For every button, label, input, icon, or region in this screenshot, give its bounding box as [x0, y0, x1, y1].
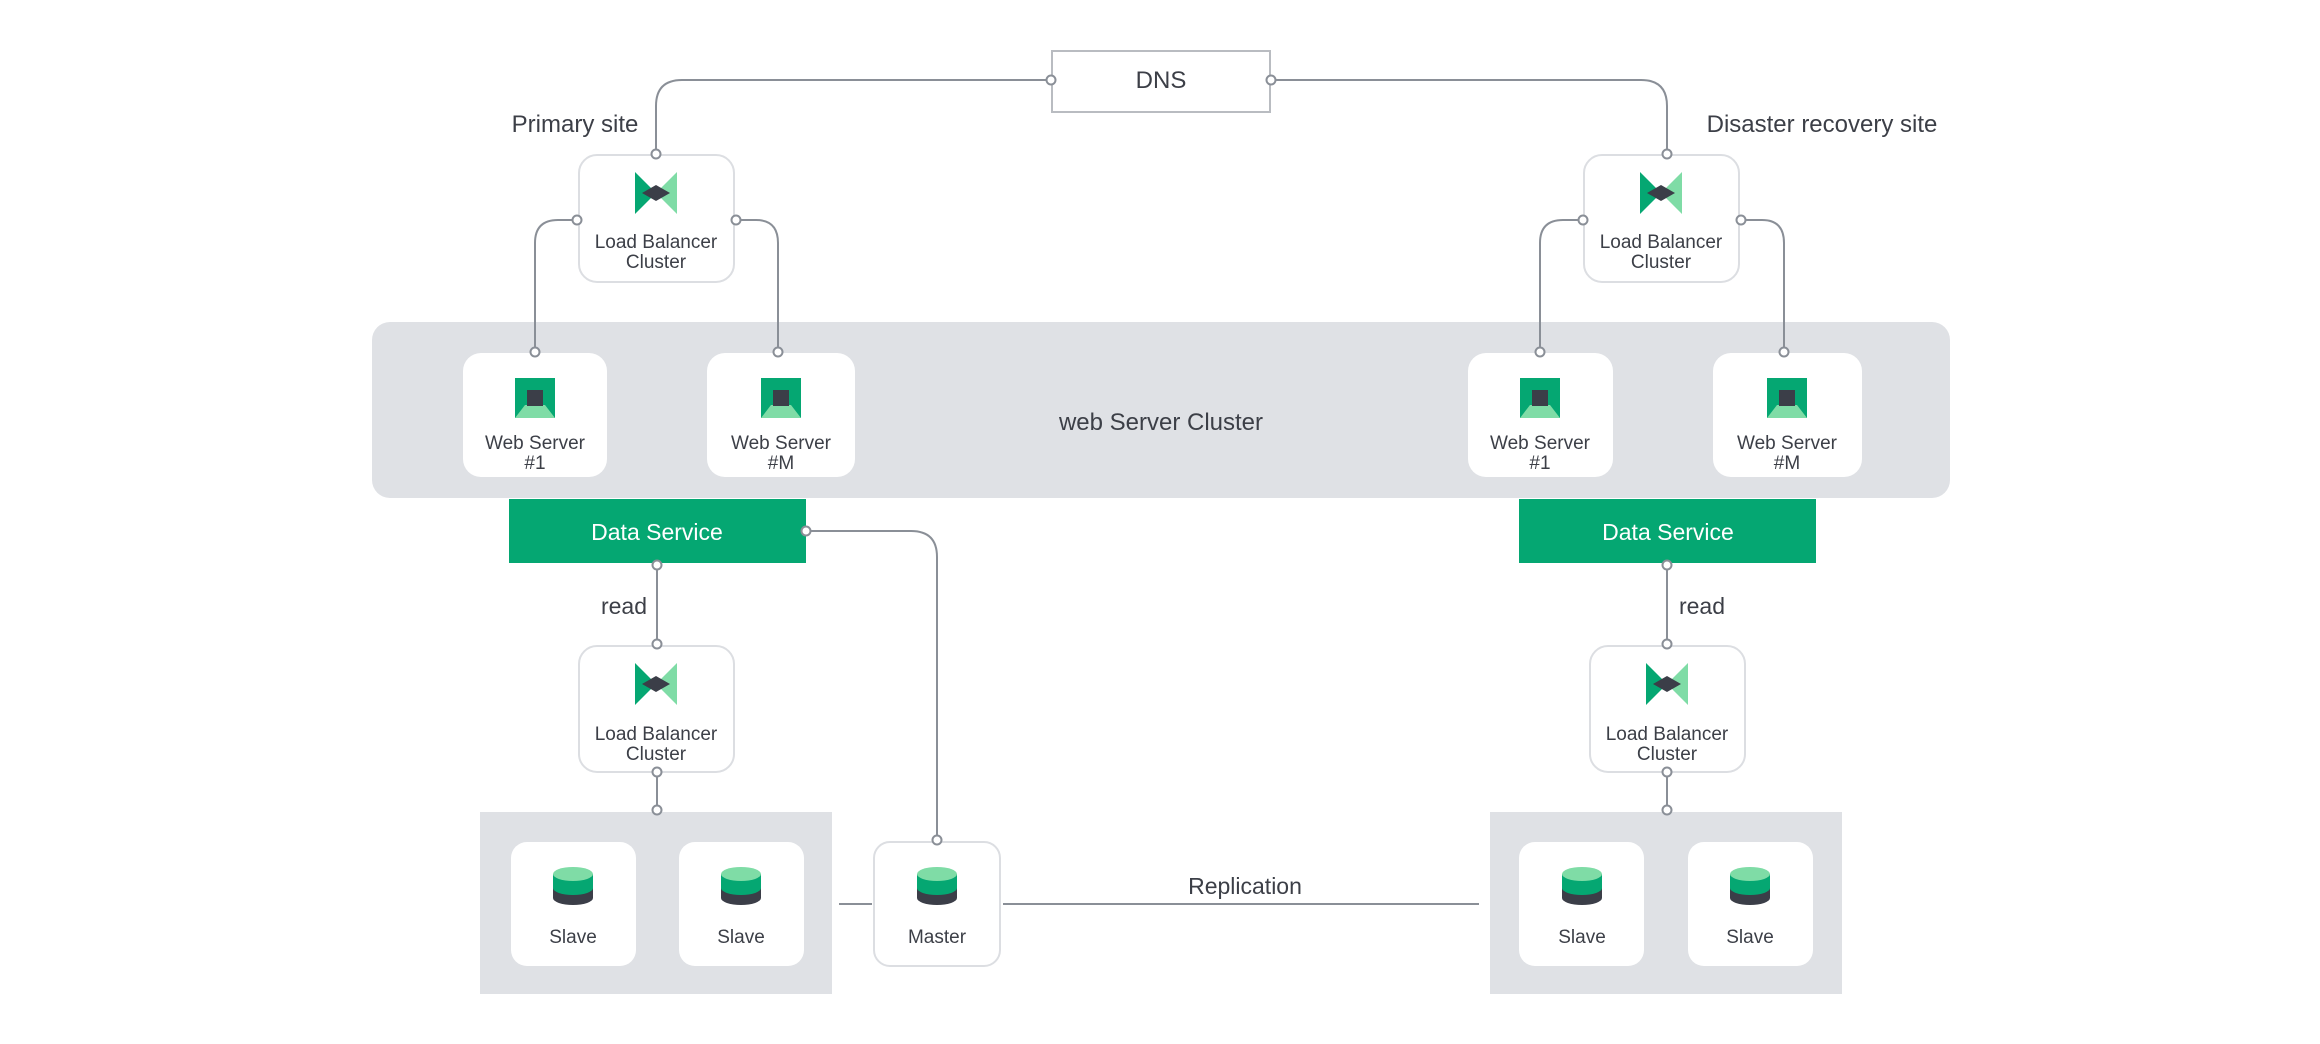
dns-label: DNS [1136, 67, 1187, 94]
slave-label: Slave [717, 927, 765, 948]
slave-card-left-1: Slave [511, 842, 636, 966]
connector-dot [571, 214, 583, 226]
database-icon [1730, 867, 1770, 905]
web-server-label-line2: #1 [1529, 453, 1550, 474]
database-icon [1562, 867, 1602, 905]
connector-dot [1045, 74, 1057, 86]
lb2-to-web1-line [1539, 219, 1583, 352]
load-balancer-label-line1: Load Balancer [595, 232, 718, 253]
connector-dot [1661, 804, 1673, 816]
web-server-icon [1520, 378, 1560, 418]
connector-dot [651, 559, 663, 571]
read-label-recovery: read [1679, 593, 1725, 619]
load-balancer-label-line2: Cluster [1631, 252, 1692, 273]
connector-dot [800, 525, 812, 537]
web-server-icon [761, 378, 801, 418]
connector-dot [1661, 559, 1673, 571]
web-server-recovery-1: Web Server #1 [1468, 353, 1613, 477]
recovery-site-label: Disaster recovery site [1707, 111, 1938, 138]
connector-dot [1661, 638, 1673, 650]
load-balancer-icon [635, 663, 677, 705]
web-server-label-line2: #1 [524, 453, 545, 474]
data-service-primary-label: Data Service [591, 519, 723, 545]
connector-dot [529, 346, 541, 358]
connector-dot [1735, 214, 1747, 226]
slave-label: Slave [549, 927, 597, 948]
connector-dot [1534, 346, 1546, 358]
web-server-icon [1767, 378, 1807, 418]
lb2-to-webm-line [1741, 219, 1785, 352]
connector-dot [730, 214, 742, 226]
load-balancer-label-line2: Cluster [626, 252, 687, 273]
web-server-cluster-label: web Server Cluster [1058, 409, 1263, 436]
web-server-label-line1: Web Server [731, 433, 832, 454]
replication-label: Replication [1188, 873, 1302, 899]
connector-dot [651, 638, 663, 650]
slave-label: Slave [1726, 927, 1774, 948]
web-server-primary-m: Web Server #M [707, 353, 855, 477]
load-balancer-icon [635, 172, 677, 214]
web-server-label-line1: Web Server [1490, 433, 1591, 454]
connector-dot [772, 346, 784, 358]
connector-dot [1661, 148, 1673, 160]
load-balancer-recovery: Load Balancer Cluster [1583, 154, 1740, 283]
load-balancer-icon [1640, 172, 1682, 214]
slave-card-right-1: Slave [1519, 842, 1644, 966]
connector-dot [931, 834, 943, 846]
master-card: Master [873, 841, 1001, 967]
load-balancer-label-line1: Load Balancer [595, 724, 718, 745]
lb1-to-web1-line [534, 219, 577, 352]
connector-dot [1778, 346, 1790, 358]
connector-dot [651, 804, 663, 816]
slave-card-right-2: Slave [1688, 842, 1813, 966]
read-label-primary: read [601, 593, 647, 619]
database-icon [917, 867, 957, 905]
web-server-label-line1: Web Server [485, 433, 586, 454]
web-server-recovery-m: Web Server #M [1713, 353, 1862, 477]
web-server-label-line1: Web Server [1737, 433, 1838, 454]
connector-dot [1577, 214, 1589, 226]
load-balancer-primary: Load Balancer Cluster [578, 154, 735, 283]
master-label: Master [908, 927, 967, 948]
data-service-primary-box [509, 499, 806, 563]
web-server-label-line2: #M [768, 453, 794, 474]
connector-dot [650, 148, 662, 160]
dns-box [1051, 50, 1271, 113]
dns-to-primary-line [655, 79, 1051, 154]
dns-to-recovery-line [1271, 79, 1668, 154]
connector-dot [1265, 74, 1277, 86]
load-balancer-label-line2: Cluster [626, 744, 687, 765]
lb1-to-webm-line [736, 219, 779, 352]
connector-endpoints [529, 74, 1790, 846]
primary-site-label: Primary site [512, 111, 639, 138]
web-server-icon [515, 378, 555, 418]
load-balancer-label-line1: Load Balancer [1600, 232, 1723, 253]
load-balancer-label-line2: Cluster [1637, 744, 1698, 765]
connector-dot [651, 766, 663, 778]
connector-dot [1661, 766, 1673, 778]
data-service-recovery-box [1519, 499, 1816, 563]
load-balancer-label-line1: Load Balancer [1606, 724, 1729, 745]
web-server-label-line2: #M [1774, 453, 1800, 474]
web-server-primary-1: Web Server #1 [463, 353, 607, 477]
load-balancer-recovery-db: Load Balancer Cluster [1589, 645, 1746, 773]
slave-label: Slave [1558, 927, 1606, 948]
data-service-recovery-label: Data Service [1602, 519, 1734, 545]
database-icon [721, 867, 761, 905]
load-balancer-primary-db: Load Balancer Cluster [578, 645, 735, 773]
data-service-to-master-line [806, 530, 938, 838]
database-icon [553, 867, 593, 905]
slave-card-left-2: Slave [679, 842, 804, 966]
connector-lines [534, 79, 1785, 905]
load-balancer-icon [1646, 663, 1688, 705]
